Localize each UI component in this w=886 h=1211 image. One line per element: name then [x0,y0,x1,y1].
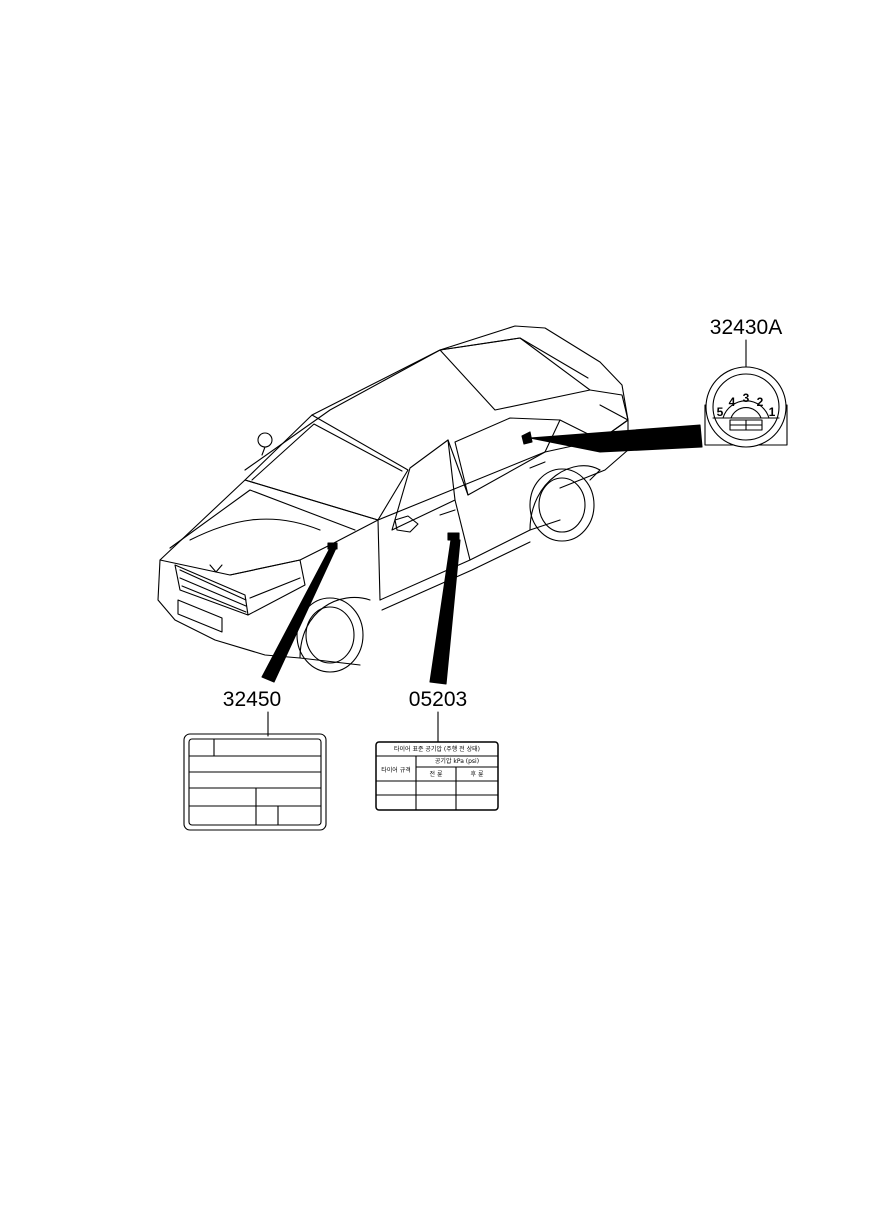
fuel-gauge-label [704,366,788,448]
car-illustration [157,325,629,673]
tire-pressure-label [375,741,499,811]
leader-lines [261,339,747,743]
callout-05203: 05203 [409,688,467,711]
tire-label-pressure-header: 공기압 kPa (psi) [435,757,479,765]
callout-32450: 32450 [223,688,281,711]
tire-label-front: 전 륜 [430,770,443,778]
tire-label-rear: 후 륜 [471,770,484,778]
tire-label-size-header: 타이어 규격 [381,766,411,774]
gauge-digit-2: 2 [757,395,764,409]
gauge-digit-1: 1 [769,405,776,419]
gauge-digit-3: 3 [743,391,750,405]
gauge-digit-5: 5 [717,405,724,419]
callout-32430a: 32430A [710,316,782,339]
tire-label-title: 타이어 표준 공기압 (주행 전 상태) [394,745,480,753]
hood-label [183,733,327,831]
gauge-digit-4: 4 [729,395,736,409]
